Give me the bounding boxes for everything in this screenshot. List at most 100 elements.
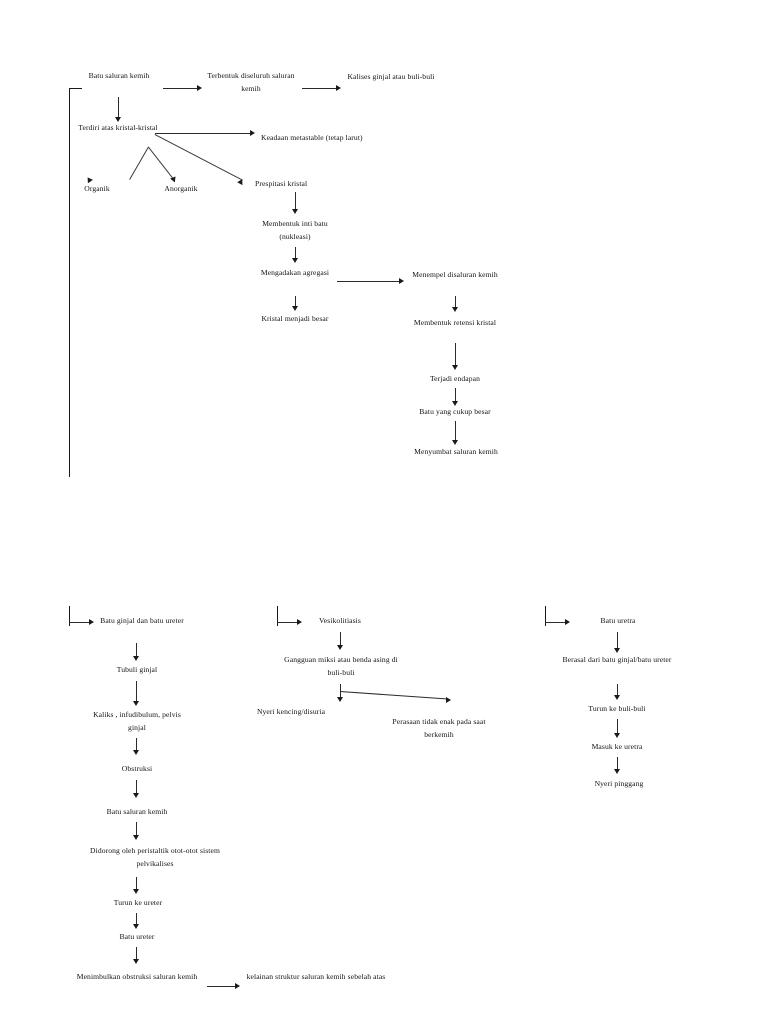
arrowhead-batu-besar-to-menyumbat [451,440,458,445]
middle-branch-bracket [277,606,278,626]
arrow-line-kaliks-to-obstruksi [136,738,137,752]
node-menempel-disaluran-kemih: Menempel disaluran kemih [412,270,498,279]
node-terdiri-atas-kristal-kristal: Terdiri atas kristal-kristal [78,123,158,132]
node-anorganik: Anorganik [164,184,198,193]
arrow-line-vesikolitiasis-to-gangguan [340,632,341,647]
node-masuk-ke-uretra: Masuk ke uretra [591,742,643,751]
node-membentuk-inti-batu: Membentuk inti batu (nukleasi) [262,219,328,241]
arrow-line-agregasi-to-kristal-besar [295,296,296,308]
arrowhead-kaliks-to-obstruksi [132,750,139,755]
arrow-line-gangguan-split-stem [340,684,341,691]
arrowhead-agregasi-to-kristal-besar [291,306,298,311]
arrow-line-endapan-to-batu-besar [455,388,456,403]
arrowhead-terdiri-to-anorganik [170,174,178,183]
node-organik: Organik [84,184,110,193]
node-tubuli-ginjal: Tubuli ginjal [116,665,158,674]
node-batu-ureter: Batu ureter [119,932,155,941]
arrow-line-batu-to-terdiri [118,97,119,118]
arrowhead-batu-to-terdiri [114,117,121,122]
arrow-line-gangguan-split-cross [339,691,448,700]
node-batu-uretra: Batu uretra [600,616,636,625]
node-kalises-ginjal-atau-buli-buli: Kalises ginjal atau buli-buli [347,72,435,81]
arrow-line-split-to-nyeri [340,691,341,699]
node-didorong-peristaltik: Didorong oleh peristaltik otot-otot sist… [90,846,220,868]
arrowhead-terdiri-to-prespitasi [237,177,245,186]
arrow-line-agregasi-to-menempel [337,281,400,282]
arrow-line-prespitasi-to-inti-batu [295,192,296,210]
node-batu-yang-cukup-besar: Batu yang cukup besar [419,407,491,416]
arrow-line-menimbulkan-to-kelainan [207,986,237,987]
arrow-line-turun-buli-to-masuk-uretra [617,719,618,735]
arrowhead-batu-ureter-to-menimbulkan [132,959,139,964]
arrowhead-vesikolitiasis-to-gangguan [336,645,343,650]
left-spine-bracket [69,88,70,477]
arrowhead-terdiri-to-metastable [250,129,255,136]
arrow-line-menempel-to-retensi [455,296,456,309]
arrowhead-turun-to-batu-ureter [132,924,139,929]
arrow-line-terdiri-to-metastable [155,133,251,134]
arrow-line-tubuli-to-kaliks [136,681,137,703]
arrowhead-batu-uretra-to-berasal [613,648,620,653]
arrowhead-turun-buli-to-masuk-uretra [613,733,620,738]
arrowhead-bracket-to-batu-uretra [565,618,570,625]
arrow-line-turun-to-batu-ureter [136,913,137,926]
arrowhead-masuk-uretra-to-nyeri-pinggang [613,769,620,774]
node-batu-ginjal-dan-batu-ureter: Batu ginjal dan batu ureter [100,616,184,625]
node-batu-saluran-kemih-top: Batu saluran kemih [88,71,150,80]
arrowhead-terbentuk-to-kalises [336,84,341,91]
arrowhead-prespitasi-to-inti-batu [291,209,298,214]
arrowhead-retensi-to-endapan [451,365,458,370]
arrowhead-berasal-to-turun-buli [613,695,620,700]
node-terjadi-endapan: Terjadi endapan [429,374,481,383]
arrowhead-batu-to-terbentuk [197,84,202,91]
arrow-line-retensi-to-endapan [455,343,456,367]
arrow-line-batu-ureter-to-menimbulkan [136,947,137,961]
arrow-line-bracket-to-batu-uretra [545,622,567,623]
node-menimbulkan-obstruksi: Menimbulkan obstruksi saluran kemih [76,972,198,981]
arrow-line-terbentuk-to-kalises [302,88,338,89]
arrow-line-bracket-to-batu-ginjal [69,622,91,623]
arrow-line-masuk-uretra-to-nyeri-pinggang [617,757,618,771]
node-batu-saluran-kemih-bottom: Batu saluran kemih [106,807,168,816]
node-terbentuk-diseluruh-saluran-kemih: Terbentuk diseluruh saluran kemih [207,71,295,93]
node-turun-ke-buli-buli: Turun ke buli-buli [588,704,646,713]
arrow-line-terdiri-to-anorganik [148,147,174,180]
arrowhead-batu-ginjal-to-tubuli [132,656,139,661]
arrowhead-menempel-to-retensi [451,307,458,312]
arrow-line-batu-saluran-to-didorong [136,822,137,837]
arrowhead-menimbulkan-to-kelainan [235,982,240,989]
arrowhead-didorong-to-turun-ureter [132,889,139,894]
arrowhead-split-to-nyeri [336,697,343,702]
arrowhead-batu-saluran-to-didorong [132,835,139,840]
arrow-line-didorong-to-turun-ureter [136,877,137,891]
node-keadaan-metastable: Keadaan metastable (tetap larut) [261,133,363,142]
node-menyumbat-saluran-kemih: Menyumbat saluran kemih [414,447,498,456]
node-perasaan-tidak-enak: Perasaan tidak enak pada saat berkemih [392,717,486,739]
node-prespitasi-kristal: Prespitasi kristal [255,179,308,188]
node-nyeri-kencing-disuria: Nyeri kencing/disuria [256,707,326,716]
arrowhead-endapan-to-batu-besar [451,401,458,406]
arrow-line-batu-ginjal-to-tubuli [136,643,137,658]
right-branch-bracket [545,606,546,626]
arrow-line-batu-uretra-to-berasal [617,632,618,650]
arrowhead-obstruksi-to-batu-saluran [132,793,139,798]
node-kristal-menjadi-besar: Kristal menjadi besar [261,314,329,323]
arrow-line-inti-batu-to-agregasi [295,247,296,260]
arrow-line-obstruksi-to-batu-saluran [136,780,137,795]
arrowhead-agregasi-to-menempel [399,277,404,284]
node-kelainan-struktur-saluran-kemih: kelainan struktur saluran kemih sebelah … [246,972,386,981]
node-berasal-dari-batu-ginjal-ureter: Berasal dari batu ginjal/batu ureter [562,655,672,664]
node-nyeri-pinggang: Nyeri pinggang [594,779,644,788]
arrowhead-tubuli-to-kaliks [132,701,139,706]
node-vesikolitiasis: Vesikolitiasis [319,616,361,625]
node-obstruksi: Obstruksi [121,764,153,773]
node-membentuk-retensi-kristal: Membentuk retensi kristal [413,318,497,327]
left-branch-bracket [69,606,70,626]
left-spine-bracket-top [69,88,82,89]
node-kaliks-infudibulum-pelvis-ginjal: Kaliks , infudibulum, pelvis ginjal [93,710,181,732]
arrowhead-inti-batu-to-agregasi [291,258,298,263]
node-mengadakan-agregasi: Mengadakan agregasi [260,268,330,277]
node-turun-ke-ureter: Turun ke ureter [113,898,163,907]
arrow-line-batu-to-terbentuk [163,88,199,89]
